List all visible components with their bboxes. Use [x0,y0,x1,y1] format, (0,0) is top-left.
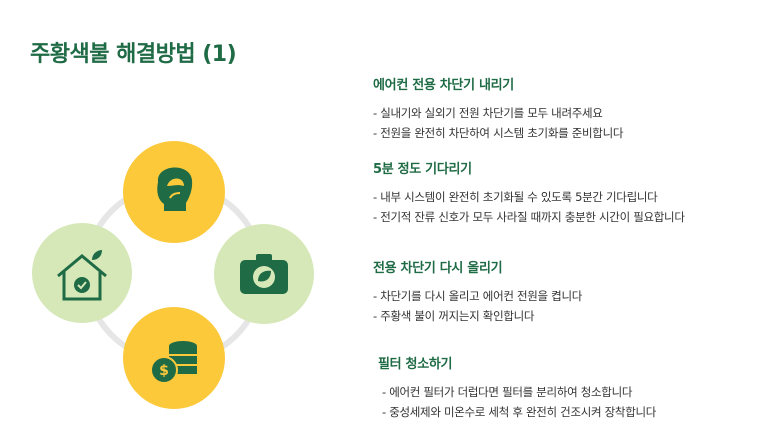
section-line: - 중성세제와 미온수로 세척 후 완전히 건조시켜 장착합니다 [382,405,657,419]
section-line: - 전원을 완전히 차단하여 시스템 초기화를 준비합니다 [373,126,624,140]
section-title: 에어컨 전용 차단기 내리기 [373,78,514,93]
section-title: 5분 정도 기다리기 [373,162,472,177]
page-title: 주황색불 해결방법 (1) [30,42,237,67]
svg-text:$: $ [159,363,169,379]
camera-leaf-icon [240,254,288,294]
section-breaker-on: 전용 차단기 다시 올리기 - 차단기를 다시 올리고 에어컨 전원을 켭니다 … [373,257,582,326]
section-wait: 5분 정도 기다리기 - 내부 시스템이 완전히 초기화될 수 있도록 5분간 … [373,158,685,227]
section-line: - 차단기를 다시 올리고 에어컨 전원을 켭니다 [373,289,583,303]
section-title: 전용 차단기 다시 올리기 [373,261,503,276]
house-check-icon [57,250,107,301]
node-left [32,223,132,323]
section-line: - 전기적 잔류 신호가 모두 사라질 때까지 충분한 시간이 필요합니다 [373,210,685,224]
coins-dollar-icon: $ [150,341,197,384]
section-line: - 실내기와 실외기 전원 차단기를 모두 내려주세요 [373,106,603,120]
section-breaker-off: 에어컨 전용 차단기 내리기 - 실내기와 실외기 전원 차단기를 모두 내려주… [373,74,623,143]
head-leaf-icon [157,167,193,211]
node-top [123,141,225,243]
section-line: - 내부 시스템이 완전히 초기화될 수 있도록 5분간 기다립니다 [373,190,658,204]
section-filter: 필터 청소하기 - 에어컨 필터가 더럽다면 필터를 분리하여 청소합니다 - … [378,353,656,422]
section-title: 필터 청소하기 [378,357,453,372]
section-line: - 주황색 불이 꺼지는지 확인합니다 [373,309,535,323]
section-line: - 에어컨 필터가 더럽다면 필터를 분리하여 청소합니다 [382,385,633,399]
node-right [214,224,314,324]
node-bottom: $ [123,307,225,409]
